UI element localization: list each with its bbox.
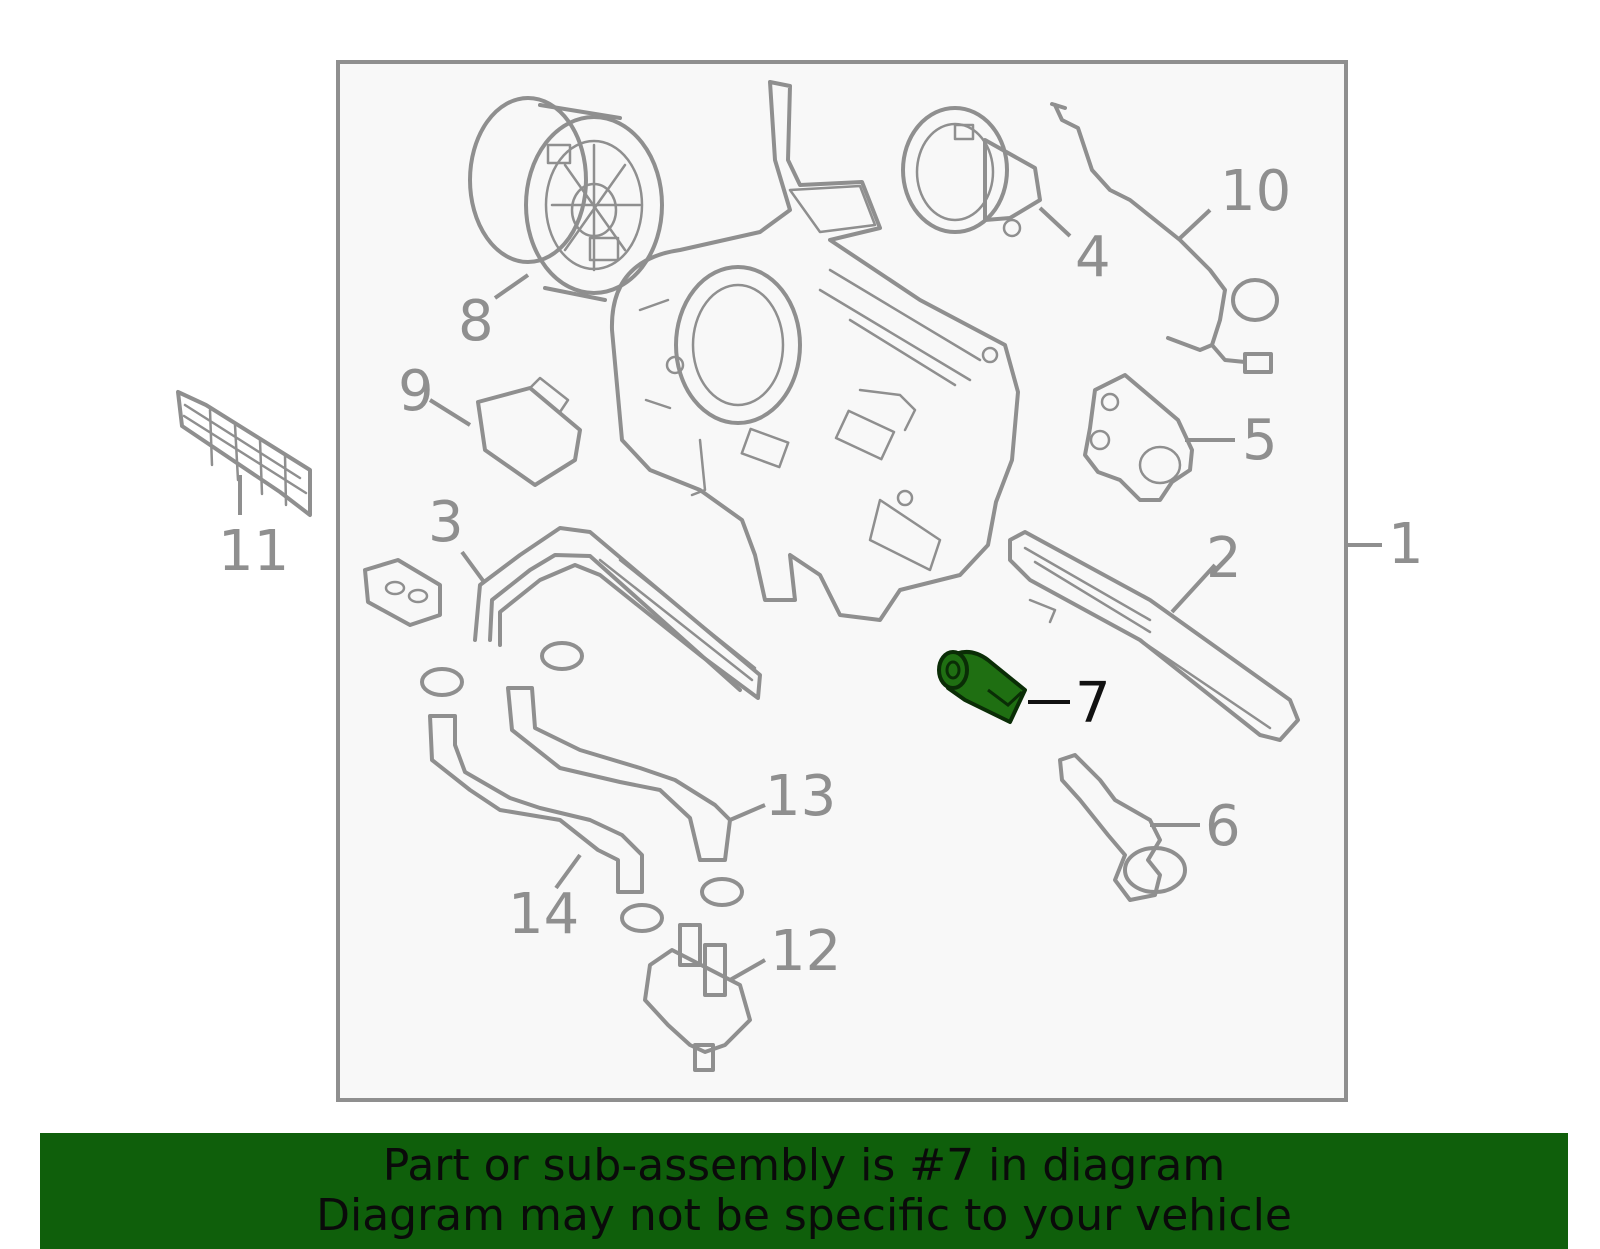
part-13-hose [506,686,732,862]
part-12-water-valve [643,923,752,1072]
callout-4: 4 [1075,225,1111,290]
callout-6: 6 [1205,794,1241,859]
callout-1: 1 [1388,512,1424,577]
callout-11: 11 [218,519,289,584]
callout-10: 10 [1220,159,1291,224]
part-14-hose [428,714,644,894]
callout-2: 2 [1206,526,1242,591]
leader-lines [238,206,1382,982]
banner-line-2: Diagram may not be specific to your vehi… [316,1190,1292,1241]
callout-8: 8 [458,289,494,354]
callout-labels: 1 2 3 4 5 6 7 8 9 10 11 12 13 14 [218,159,1424,984]
info-banner: Part or sub-assembly is #7 in diagram Di… [40,1133,1568,1249]
part-11-filter [176,390,312,517]
callout-9: 9 [398,359,434,424]
part-5-actuator [1083,373,1194,502]
heater-case [609,80,1020,622]
part-6-link [1058,753,1187,902]
part-3-evaporator [363,526,762,700]
hose-clamps [420,641,744,933]
callout-7: 7 [1075,671,1111,736]
part-4-actuator [901,106,1042,238]
banner-line-1: Part or sub-assembly is #7 in diagram [382,1140,1226,1191]
part-2-heater-core [1008,530,1300,742]
part-8-blower-motor [468,96,664,302]
callout-5: 5 [1242,408,1278,473]
part-9-module [476,376,582,487]
assembly-frame [336,60,1348,1102]
callout-3: 3 [428,490,464,555]
callout-12: 12 [770,919,841,984]
part-7-highlighted [937,650,1027,724]
parts-diagram: 1 2 3 4 5 6 7 8 9 10 11 12 13 14 [176,60,1424,1102]
callout-14: 14 [508,882,579,947]
callout-13: 13 [765,764,836,829]
